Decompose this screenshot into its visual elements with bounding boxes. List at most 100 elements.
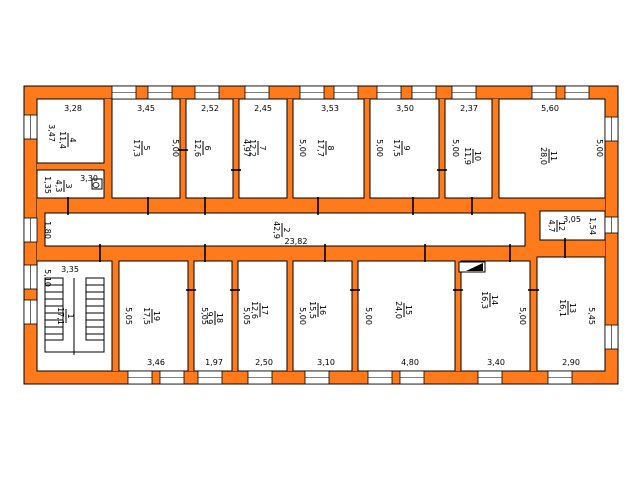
room-label-17: 17 12,6 (250, 301, 269, 319)
dim-3-47: 3,47 (47, 124, 56, 142)
dim-5-10: 5,10 (43, 269, 52, 287)
dim-5-05-c: 5,05 (242, 307, 251, 325)
room-number: 2 (282, 227, 291, 232)
room-number: 17 (260, 305, 269, 315)
dim-1-97: 1,97 (205, 358, 223, 367)
room-label-6: 6 12,6 (193, 139, 212, 157)
room-area: 11,9 (463, 147, 472, 165)
room-area: 42,9 (272, 221, 281, 239)
room-area: 16,3 (480, 291, 489, 309)
interior-walls (37, 99, 605, 371)
room-area: 4,3 (54, 180, 63, 193)
dim-1-35: 1,35 (43, 176, 52, 194)
room-area: 12,2 (248, 139, 257, 157)
room-label-10: 10 11,9 (463, 147, 482, 165)
dim-1-54: 1,54 (588, 217, 597, 235)
room-label-13: 13 16,1 (558, 299, 577, 317)
top-dimension-labels: 3,28 3,45 2,52 2,45 3,53 3,50 2,37 5,60 (64, 104, 559, 113)
room-label-1: 1 17,1 (56, 307, 75, 325)
room-number: 18 (215, 313, 224, 323)
room-area: 11,4 (58, 131, 67, 149)
room-number: 8 (326, 145, 335, 150)
dim-3-50: 3,50 (396, 104, 414, 113)
side-dimension-labels: 3,47 1,35 1,80 5,10 (43, 124, 56, 287)
staircase (44, 277, 105, 355)
room-number: 16 (318, 305, 327, 315)
room-area: 28,0 (539, 147, 548, 165)
room-area: 12,6 (250, 301, 259, 319)
dim-5-00-r11: 5,00 (595, 139, 604, 157)
dim-2-90: 2,90 (562, 358, 580, 367)
room-label-5: 5 17,3 (132, 139, 151, 157)
dim-4-80: 4,80 (401, 358, 419, 367)
room-area: 17,7 (316, 139, 325, 157)
room-label-11: 11 28,0 (539, 147, 558, 165)
room-area: 12,6 (193, 139, 202, 157)
dim-5-00-r9: 5,00 (451, 139, 460, 157)
windows (23, 85, 619, 385)
dim-4-97: 4,97 (242, 139, 251, 157)
room-area: 17,5 (142, 307, 151, 325)
room-label-15: 15 24,0 (394, 301, 413, 319)
stair-block (458, 261, 486, 273)
room-label-16: 16 15,5 (308, 301, 327, 319)
room-number: 1 (66, 313, 75, 318)
room-number: 5 (142, 145, 151, 150)
dim-3-53: 3,53 (321, 104, 339, 113)
dim-2-45: 2,45 (254, 104, 272, 113)
room-number: 19 (152, 311, 161, 321)
dim-5-60: 5,60 (541, 104, 559, 113)
room-label-7: 7 12,2 (248, 139, 267, 157)
inner-dimension-labels: 3,30 3,35 23,82 3,05 1,54 5,45 5,05 5,05… (61, 139, 604, 325)
dim-5-00-r5: 5,00 (171, 139, 180, 157)
bottom-dimension-labels: 3,46 1,97 2,50 3,10 4,80 3,40 2,90 (147, 358, 580, 367)
room-number: 9 (402, 145, 411, 150)
room-number: 3 (64, 183, 73, 188)
dim-3-28: 3,28 (64, 104, 82, 113)
room-label-3: 3 4,3 (54, 180, 73, 193)
dim-5-05-b: 5,05 (200, 307, 209, 325)
room-number: 10 (473, 151, 482, 161)
room-area: 24,0 (394, 301, 403, 319)
dim-1-80: 1,80 (43, 221, 52, 239)
room-label-12: 12 4,7 (547, 220, 566, 233)
room-number: 7 (258, 145, 267, 150)
room-number: 13 (568, 303, 577, 313)
dim-3-40: 3,40 (487, 358, 505, 367)
dim-23-82: 23,82 (285, 237, 308, 246)
dim-2-50: 2,50 (255, 358, 273, 367)
dim-5-00-r16: 5,00 (298, 307, 307, 325)
dim-3-46: 3,46 (147, 358, 165, 367)
room-area: 17,1 (56, 307, 65, 325)
room-area: 4,7 (547, 220, 556, 233)
room-number: 11 (549, 151, 558, 161)
dim-5-00-r15: 5,00 (364, 307, 373, 325)
room-label-14: 14 16,3 (480, 291, 499, 309)
room-number: 14 (490, 295, 499, 305)
room-area: 9,9 (205, 312, 214, 325)
dim-3-30: 3,30 (80, 174, 98, 183)
room-label-9: 9 17,5 (392, 139, 411, 157)
room-area: 17,5 (392, 139, 401, 157)
room-label-2: 2 42,9 (272, 221, 291, 239)
room-label-8: 8 17,7 (316, 139, 335, 157)
dim-3-05: 3,05 (563, 215, 581, 224)
toilet-icon (91, 178, 103, 190)
room-label-4: 4 11,4 (58, 131, 77, 149)
dim-5-05-a: 5,05 (124, 307, 133, 325)
dim-5-45: 5,45 (587, 307, 596, 325)
room-number: 4 (68, 137, 77, 142)
room-area: 15,5 (308, 301, 317, 319)
dim-2-37: 2,37 (460, 104, 478, 113)
room-number: 15 (404, 305, 413, 315)
room-number: 12 (557, 221, 566, 231)
room-number: 6 (203, 145, 212, 150)
dim-5-00-r14: 5,00 (518, 307, 527, 325)
dim-3-35: 3,35 (61, 265, 79, 274)
room-area: 16,1 (558, 299, 567, 317)
doors (67, 149, 566, 291)
room-labels: 1 17,1 2 42,9 3 4,3 4 11,4 5 17,3 6 12,6 (54, 131, 577, 325)
dim-3-45: 3,45 (137, 104, 155, 113)
dim-2-52: 2,52 (201, 104, 219, 113)
room-label-19: 19 17,5 (142, 307, 161, 325)
